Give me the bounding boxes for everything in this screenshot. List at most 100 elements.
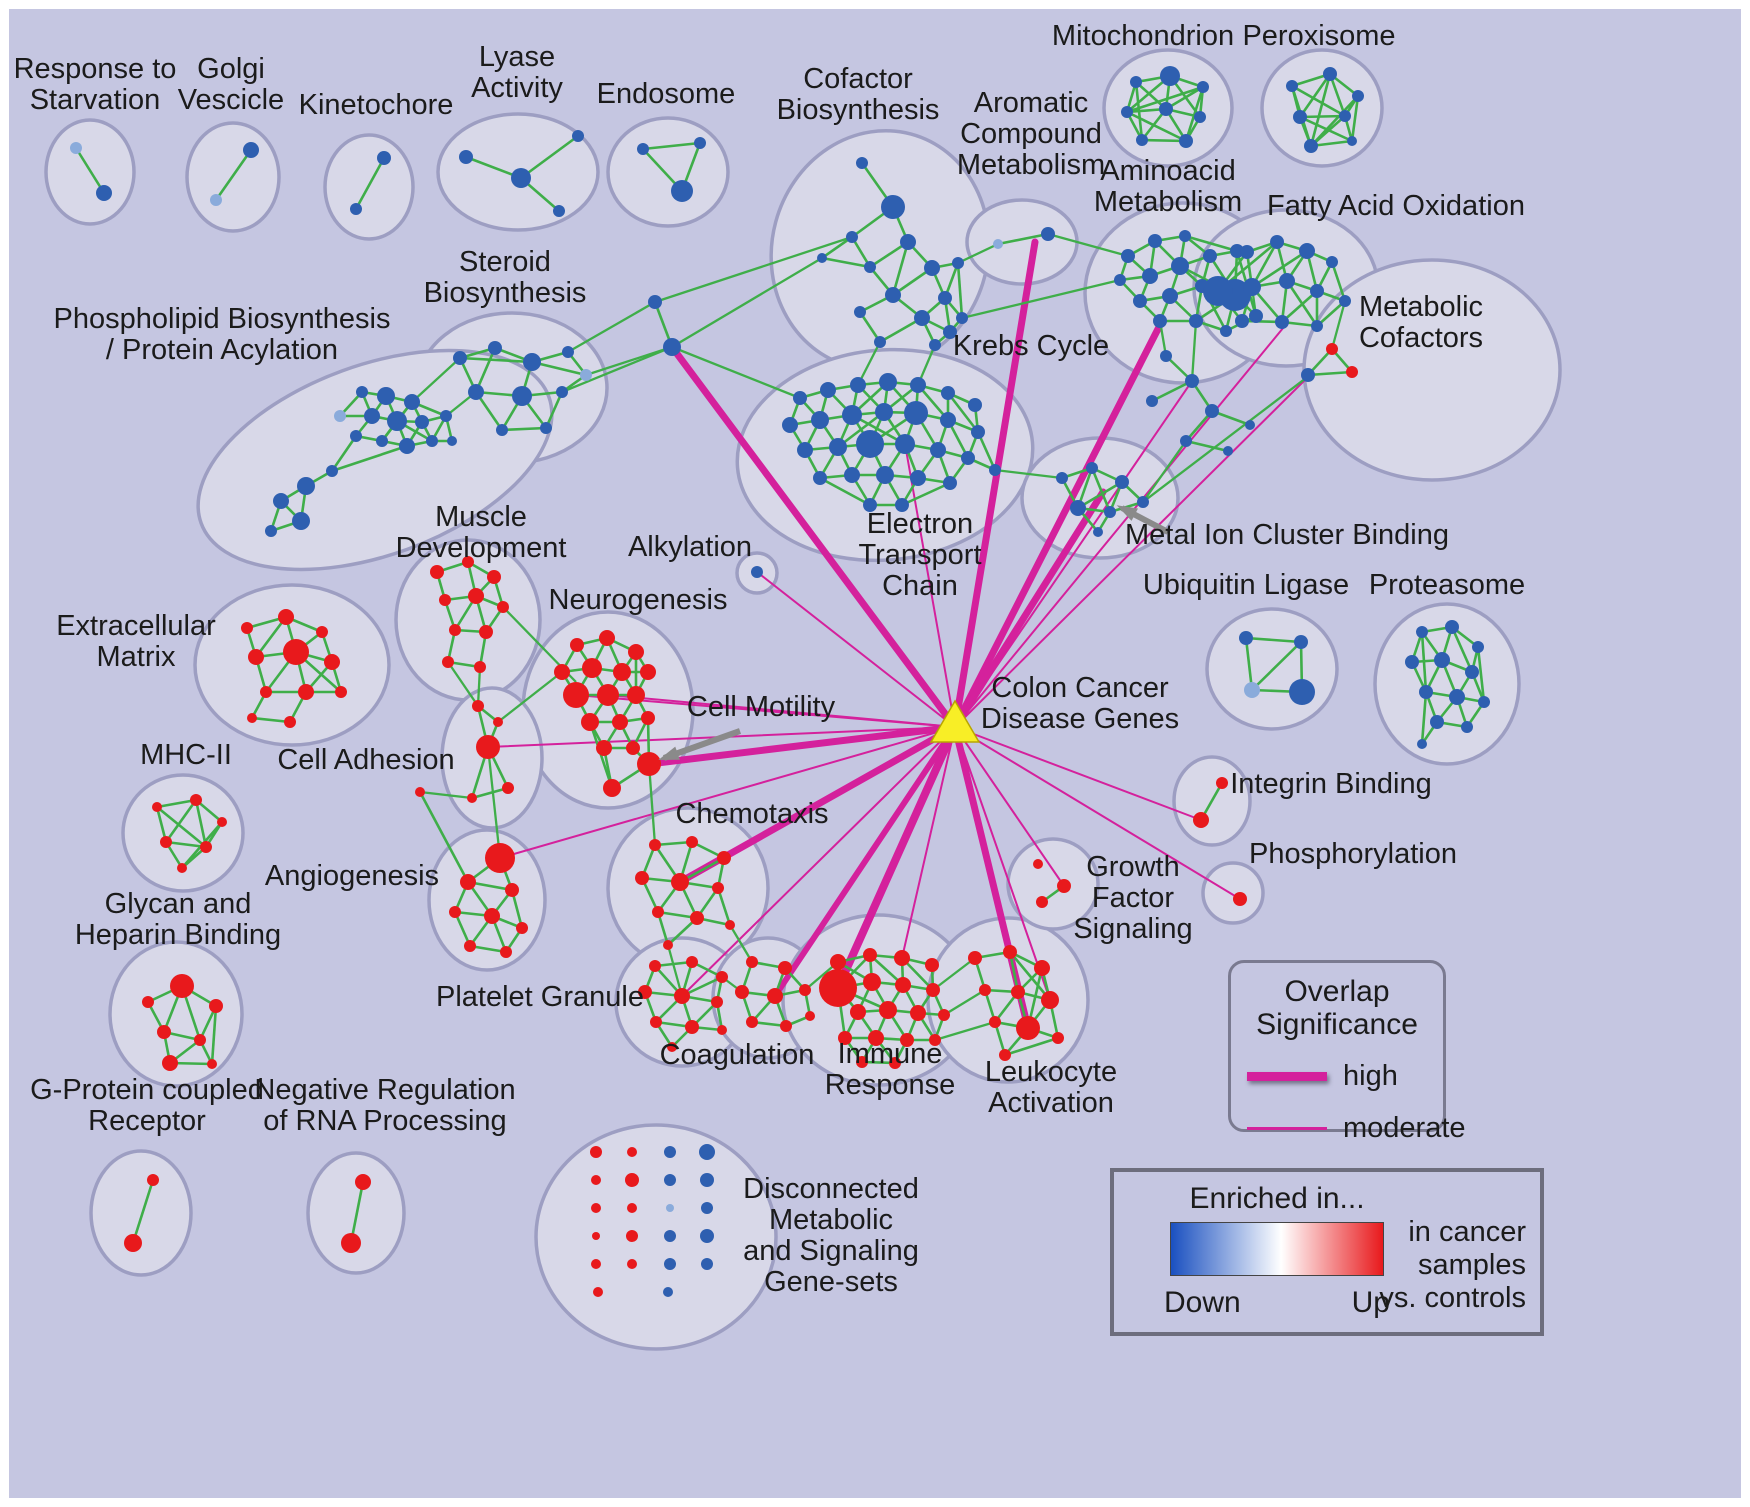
neurogenesis-node: [581, 713, 599, 731]
phospholipid-biosynthesis-node: [440, 410, 452, 422]
peroxisome-edge: [1299, 114, 1346, 119]
extracellular-matrix-edge: [251, 716, 291, 724]
steroid-biosynthesis-edge: [501, 426, 547, 432]
disconnected-gene-sets-node: [625, 1173, 639, 1187]
metabolic-scatter-node: [1205, 404, 1219, 418]
electron-transport-chain-node: [844, 467, 860, 483]
context-line3: vs. controls: [1379, 1282, 1526, 1314]
overlap-legend-title-line1: Overlap: [1284, 975, 1390, 1008]
immune-response-node: [889, 1057, 901, 1069]
phospholipid-biosynthesis-edge: [331, 444, 408, 473]
extracellular-matrix-node: [278, 609, 294, 625]
disconnected-gene-sets-node: [666, 1204, 674, 1212]
integrin-binding-node: [1216, 777, 1228, 789]
metabolic-scatter-node: [1160, 350, 1172, 362]
peroxisome-edge: [1310, 115, 1346, 147]
kinetochore-edge: [354, 157, 386, 210]
overlap-legend-title-line2: Significance: [1256, 1008, 1418, 1041]
extracellular-matrix-node: [247, 713, 257, 723]
electron-transport-chain-edge: [901, 481, 951, 507]
fatty-acid-oxidation-node: [1240, 245, 1254, 259]
golgi-vescicle-node: [210, 194, 222, 206]
neurogenesis-node: [596, 740, 612, 756]
overlap-edge-moderate: [901, 726, 956, 959]
inter-cluster-edge: [647, 763, 657, 846]
proteasome-node: [1472, 641, 1484, 653]
mhc-ii-ellipse: [121, 773, 245, 893]
aminoacid-metabolism-node: [1148, 234, 1162, 248]
disconnected-gene-sets-node: [592, 1232, 600, 1240]
neurogenesis-node: [612, 714, 628, 730]
chemotaxis-edge: [654, 840, 693, 847]
coagulation-node: [780, 1020, 792, 1032]
metabolic-scatter-node: [1223, 446, 1233, 456]
inter-cluster-edge: [411, 357, 461, 403]
overlap-edge-moderate: [954, 380, 1193, 728]
coagulation-node: [767, 988, 783, 1004]
label-coagulation: Coagulation: [660, 1039, 815, 1071]
peroxisome-node: [1304, 139, 1318, 153]
overlap-edge-moderate: [954, 374, 1311, 728]
mitochondrion-node: [1136, 134, 1148, 146]
overlap-edge-high: [772, 724, 958, 999]
lyase-activity-node: [511, 168, 531, 188]
glycan-heparin-binding-node: [194, 1034, 206, 1046]
peroxisome-edge: [1291, 84, 1346, 118]
label-peroxisome: Peroxisome: [1242, 20, 1395, 52]
muscle-development-node: [468, 588, 484, 604]
electron-transport-chain-node: [797, 442, 813, 458]
mhc-ii-node: [177, 863, 187, 873]
inter-cluster-edge: [654, 235, 853, 304]
phospholipid-biosynthesis-node: [426, 435, 438, 447]
angiogenesis-edge: [418, 791, 470, 883]
angiogenesis-node: [460, 874, 476, 890]
platelet-granule-node: [686, 956, 698, 968]
neurogenesis-node: [628, 644, 644, 660]
mhc-ii-edge: [156, 805, 207, 849]
cofactor-biosynthesis-node: [874, 336, 886, 348]
overlap-edge-moderate: [499, 726, 956, 859]
growth-factor-signaling-node: [1033, 859, 1043, 869]
lyase-activity-node: [572, 130, 584, 142]
peroxisome-node: [1323, 67, 1337, 81]
cofactor-biosynthesis-edge: [821, 235, 853, 260]
chemotaxis-node: [690, 911, 704, 925]
inter-cluster-edge: [1142, 440, 1187, 503]
lyase-activity-edge: [520, 134, 579, 180]
inter-cluster-edge: [961, 278, 1121, 320]
angiogenesis-node: [505, 883, 519, 897]
angiogenesis-node: [464, 940, 476, 952]
proteasome-edge: [1476, 646, 1486, 703]
chemotaxis-node: [717, 851, 731, 865]
disconnected-gene-sets-node: [664, 1146, 676, 1158]
endosome-edge: [642, 141, 701, 151]
metal-ion-cluster-binding-node: [1115, 475, 1129, 489]
electron-transport-chain-node: [910, 470, 926, 486]
electron-transport-chain-node: [850, 377, 866, 393]
inter-cluster-edge: [729, 924, 753, 963]
electron-transport-chain-node: [930, 442, 946, 458]
phospholipid-biosynthesis-node: [273, 493, 289, 509]
chemotaxis-node: [652, 906, 664, 918]
colon-cancer-disease-genes-triangle: [929, 699, 981, 743]
fatty-acid-oxidation-node: [1243, 278, 1261, 296]
electron-transport-chain-node: [820, 382, 836, 398]
cofactor-biosynthesis-node: [846, 231, 858, 243]
metabolic-cofactors-node: [1301, 368, 1315, 382]
proteasome-node: [1405, 655, 1419, 669]
proteasome-node: [1465, 665, 1479, 679]
phospholipid-biosynthesis-node: [364, 408, 380, 424]
disconnected-gene-sets-node: [591, 1259, 601, 1269]
overlap-edge-moderate: [904, 443, 956, 728]
moderate-significance-row: moderate: [1247, 1112, 1466, 1145]
peroxisome-node: [1347, 136, 1357, 146]
mitochondrion-edge: [1165, 85, 1204, 111]
inter-cluster-edge: [932, 957, 976, 991]
